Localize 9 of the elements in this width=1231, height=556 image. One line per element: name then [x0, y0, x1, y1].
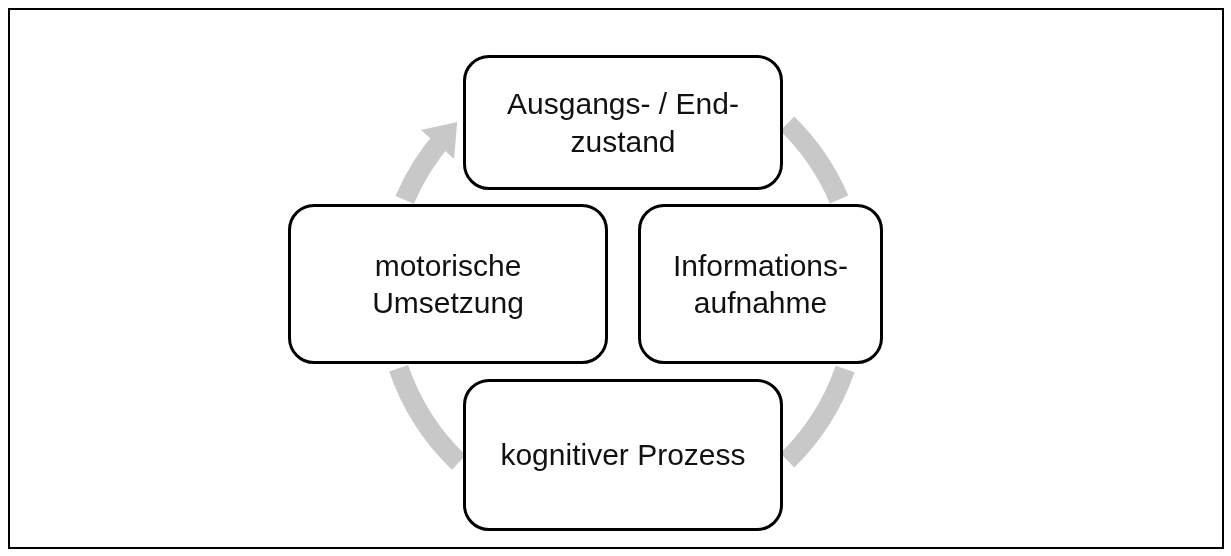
cycle-arrow [395, 121, 457, 205]
box-label: motorische Umsetzung [371, 247, 525, 321]
process-box [288, 204, 608, 364]
process-box [463, 379, 783, 531]
process-box [638, 204, 883, 364]
box-label: kognitiver Prozess [499, 437, 747, 474]
box-label: Informations-aufnahme [671, 247, 850, 321]
process-box [463, 55, 783, 190]
box-label: Ausgangs- / End-zustand [506, 86, 740, 160]
